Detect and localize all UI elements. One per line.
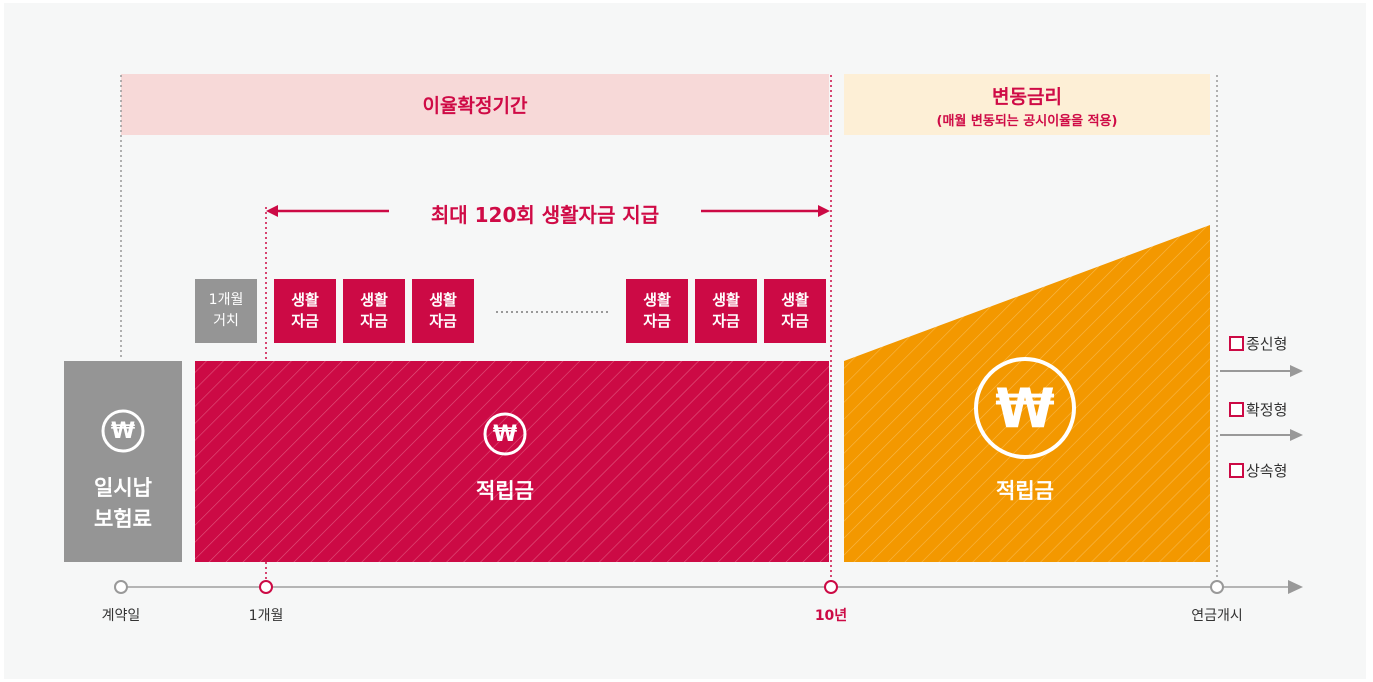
payout-box: 생활 자금 <box>274 279 336 343</box>
payout-line-2: 자금 <box>712 312 740 330</box>
payout-box: 생활 자금 <box>343 279 405 343</box>
currency-circle-gray <box>101 409 145 453</box>
option-lifetime[interactable]: 종신형 <box>1229 333 1287 354</box>
payout-line-2: 자금 <box>291 312 319 330</box>
payout-line-1: 생활 <box>429 291 457 309</box>
grace-line-2: 거치 <box>213 313 239 329</box>
option-fixed-term[interactable]: 확정형 <box>1229 399 1287 420</box>
payout-box: 생활 자금 <box>695 279 757 343</box>
tick-one-month: 1개월 <box>248 608 284 624</box>
payout-line-1: 생활 <box>291 291 319 309</box>
payout-box: 생활 자금 <box>412 279 474 343</box>
checkbox-icon[interactable] <box>1229 402 1244 417</box>
accumulation-red-block <box>195 361 829 562</box>
payout-line-2: 자금 <box>429 312 457 330</box>
payout-box: 생활 자금 <box>626 279 688 343</box>
option-arrowhead-1 <box>1290 365 1303 377</box>
tick-contract-date: 계약일 <box>101 608 141 624</box>
payout-box: 생활 자금 <box>764 279 826 343</box>
checkbox-icon[interactable] <box>1229 336 1244 351</box>
payout-line-2: 자금 <box>360 312 388 330</box>
grace-period-box: 1개월 거치 <box>195 279 257 343</box>
payout-line-1: 생활 <box>712 291 740 309</box>
won-icon: ₩ <box>492 421 518 447</box>
tick-annuity-start: 연금개시 <box>1191 608 1243 624</box>
timeline-arrowhead <box>1288 580 1303 594</box>
payout-line-1: 생활 <box>643 291 671 309</box>
lump-sum-line-1: 일시납 <box>94 476 152 500</box>
accumulation-red-label: 적립금 <box>476 479 534 503</box>
payout-line-2: 자금 <box>643 312 671 330</box>
option-inheritance[interactable]: 상속형 <box>1229 460 1287 481</box>
fixed-period-label: 이율확정기간 <box>422 95 528 117</box>
lump-sum-label: 일시납 보험료 <box>64 471 182 537</box>
marker-contract-date <box>114 580 128 594</box>
grace-line-1: 1개월 <box>208 292 244 308</box>
variable-rate-note: (매월 변동되는 공시이율을 적용) <box>936 114 1118 129</box>
marker-annuity-start <box>1210 580 1224 594</box>
checkbox-icon[interactable] <box>1229 463 1244 478</box>
arrowhead-left <box>266 205 278 217</box>
accumulation-orange-block <box>844 225 1210 562</box>
won-icon: ₩ <box>995 376 1055 440</box>
fixed-period-band <box>121 74 829 135</box>
lump-sum-block <box>64 361 182 562</box>
currency-circle-orange <box>974 357 1076 459</box>
accumulation-orange-label: 적립금 <box>996 479 1054 503</box>
option-label: 종신형 <box>1246 335 1288 353</box>
variable-rate-title: 변동금리 <box>992 86 1062 108</box>
tick-ten-years: 10년 <box>814 608 848 624</box>
variable-rate-band <box>844 74 1210 135</box>
diagram-canvas: 이율확정기간 변동금리 (매월 변동되는 공시이율을 적용) 최대 120회 생… <box>4 3 1366 679</box>
marker-ten-years <box>824 580 838 594</box>
payout-line-1: 생활 <box>781 291 809 309</box>
lump-sum-line-2: 보험료 <box>94 507 152 531</box>
payout-line-2: 자금 <box>781 312 809 330</box>
arrowhead-right <box>818 205 830 217</box>
currency-circle-red <box>483 412 527 456</box>
option-arrowhead-2 <box>1290 429 1303 441</box>
payout-line-1: 생활 <box>360 291 388 309</box>
won-icon: ₩ <box>110 418 136 444</box>
option-label: 상속형 <box>1246 462 1288 480</box>
marker-one-month <box>259 580 273 594</box>
diagram-graphics <box>64 74 1303 594</box>
option-label: 확정형 <box>1246 401 1288 419</box>
payout-range-label: 최대 120회 생활자금 지급 <box>430 203 660 227</box>
